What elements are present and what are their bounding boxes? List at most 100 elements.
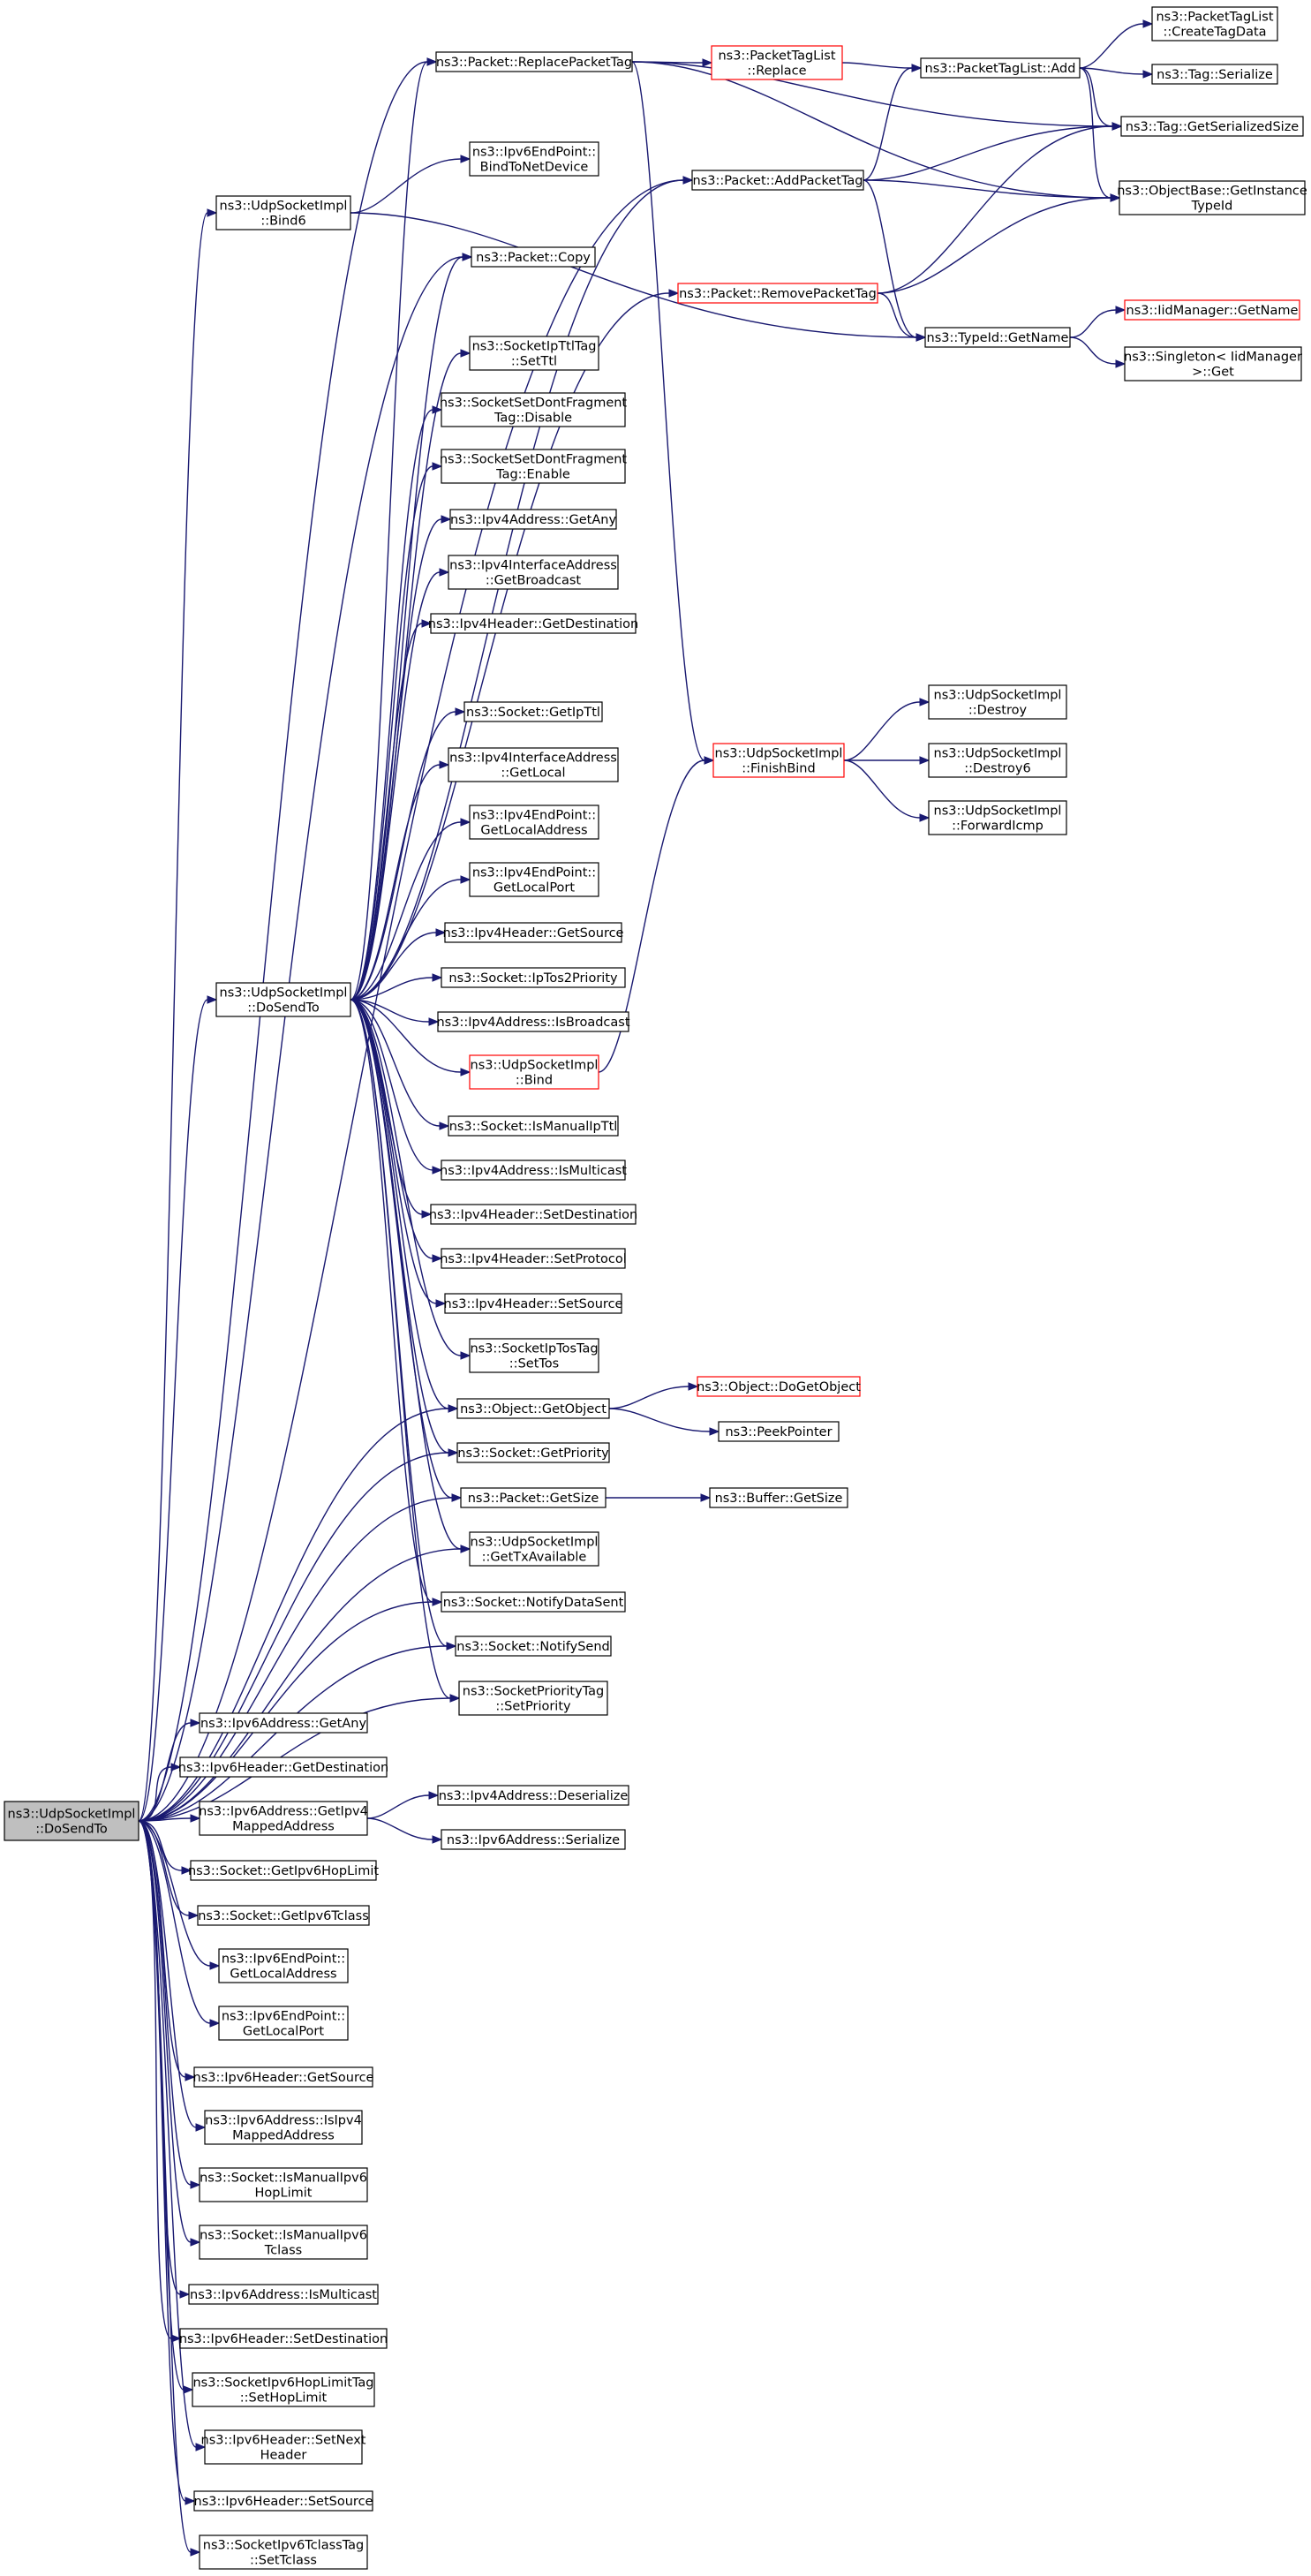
node-label: TypeId — [1191, 200, 1233, 214]
node-setTtl[interactable]: ns3::SocketIpTtlTag::SetTtl — [469, 336, 599, 371]
node-ipv4Deserialize[interactable]: ns3::Ipv4Address::Deserialize — [437, 1785, 629, 1806]
arrowhead — [1142, 70, 1154, 79]
node-ipv4HdrSetProtocol[interactable]: ns3::Ipv4Header::SetProtocol — [440, 1248, 627, 1269]
node-iidGetName[interactable]: ns3::IidManager::GetName — [1124, 299, 1300, 321]
node-createTagData[interactable]: ns3::PacketTagList::CreateTagData — [1151, 6, 1278, 42]
node-bind6[interactable]: ns3::UdpSocketImpl::Bind6 — [215, 195, 351, 230]
node-udpBind[interactable]: ns3::UdpSocketImpl::Bind — [469, 1054, 599, 1090]
node-peekPointer[interactable]: ns3::PeekPointer — [718, 1421, 840, 1442]
node-ipTos2Priority[interactable]: ns3::Socket::IpTos2Priority — [441, 967, 626, 988]
node-setTclass[interactable]: ns3::SocketIpv6TclassTag::SetTclass — [199, 2534, 368, 2570]
edge-doSendTo4-to-isManualIpTtl — [350, 999, 441, 1127]
node-ipv4GetAny[interactable]: ns3::Ipv4Address::GetAny — [449, 509, 617, 530]
node-label: ns3::UdpSocketImpl — [934, 805, 1062, 819]
node-ipv4IsMulticast[interactable]: ns3::Ipv4Address::IsMulticast — [440, 1160, 627, 1181]
node-destroy[interactable]: ns3::UdpSocketImpl::Destroy — [928, 684, 1067, 720]
node-box — [928, 684, 1067, 720]
node-box — [458, 1681, 608, 1716]
node-ipv4HdrSetDest[interactable]: ns3::Ipv4Header::SetDestination — [429, 1204, 637, 1225]
node-getPriority[interactable]: ns3::Socket::GetPriority — [456, 1442, 610, 1463]
node-box — [199, 1712, 368, 1734]
node-tagListReplace[interactable]: ns3::PacketTagList::Replace — [711, 45, 843, 80]
node-ipv4IsBroadcast[interactable]: ns3::Ipv4Address::IsBroadcast — [436, 1011, 630, 1032]
node-ipv4IfGetBroadcast[interactable]: ns3::Ipv4InterfaceAddress::GetBroadcast — [448, 555, 619, 590]
node-ipv4HdrGetDest[interactable]: ns3::Ipv4Header::GetDestination — [428, 613, 638, 634]
edge-root-to-bind6 — [138, 212, 208, 1822]
arrowhead — [421, 619, 433, 628]
node-forwardIcmp[interactable]: ns3::UdpSocketImpl::ForwardIcmp — [928, 800, 1067, 835]
node-label: ns3::ObjectBase::GetInstance — [1117, 185, 1307, 199]
node-ipv6Serialize[interactable]: ns3::Ipv6Address::Serialize — [441, 1829, 626, 1850]
node-label: ns3::Ipv4Address::Deserialize — [439, 1789, 629, 1803]
node-label: ::CreateTagData — [1163, 26, 1266, 40]
node-box — [448, 747, 619, 782]
node-removePacketTag[interactable]: ns3::Packet::RemovePacketTag — [677, 283, 878, 304]
node-ipv4HdrSetSource[interactable]: ns3::Ipv4Header::SetSource — [444, 1293, 623, 1314]
node-box — [1124, 346, 1302, 381]
node-getIpTtl[interactable]: ns3::Socket::GetIpTtl — [463, 701, 603, 722]
node-ipv4EpGetLocalPort[interactable]: ns3::Ipv4EndPoint::GetLocalPort — [469, 862, 599, 897]
node-getObject[interactable]: ns3::Object::GetObject — [456, 1398, 610, 1419]
node-notifySend[interactable]: ns3::Socket::NotifySend — [455, 1635, 612, 1657]
node-setTos[interactable]: ns3::SocketIpTosTag::SetTos — [469, 1338, 599, 1373]
node-tagListAdd[interactable]: ns3::PacketTagList::Add — [920, 57, 1081, 79]
node-ipv6GetAny[interactable]: ns3::Ipv6Address::GetAny — [199, 1712, 368, 1734]
edge-getObject-to-peekPointer — [608, 1408, 711, 1432]
node-replacePacketTag[interactable]: ns3::Packet::ReplacePacketTag — [435, 51, 633, 72]
edge-replacePacketTag-to-tagGetSerializedSize — [631, 61, 1113, 127]
node-doGetObject[interactable]: ns3::Object::DoGetObject — [697, 1376, 861, 1397]
arrowhead — [195, 2123, 207, 2132]
node-label: ns3::Packet::Copy — [476, 251, 591, 265]
node-ipv4EpGetLocalAddr[interactable]: ns3::Ipv4EndPoint::GetLocalAddress — [469, 805, 599, 840]
node-ipv6EpGetLocalPort[interactable]: ns3::Ipv6EndPoint::GetLocalPort — [218, 2006, 349, 2041]
node-label: ns3::Ipv4Header::GetDestination — [428, 617, 638, 631]
node-finishBind[interactable]: ns3::UdpSocketImpl::FinishBind — [712, 743, 845, 778]
node-getIpv6Tclass[interactable]: ns3::Socket::GetIpv6Tclass — [197, 1905, 370, 1926]
arrowhead — [462, 253, 473, 261]
node-tagSerialize[interactable]: ns3::Tag::Serialize — [1151, 64, 1278, 85]
node-getIpv6HopLimit[interactable]: ns3::Socket::GetIpv6HopLimit — [188, 1860, 379, 1881]
node-box — [199, 1801, 368, 1836]
node-ipv4HdrGetSource[interactable]: ns3::Ipv4Header::GetSource — [443, 922, 624, 943]
node-label: ns3::PacketTagList — [1156, 11, 1273, 25]
node-root[interactable]: ns3::UdpSocketImpl::DoSendTo — [4, 1801, 139, 1841]
node-tagGetSerializedSize[interactable]: ns3::Tag::GetSerializedSize — [1120, 116, 1304, 137]
node-typeIdGetName[interactable]: ns3::TypeId::GetName — [924, 327, 1071, 348]
node-getTxAvailable[interactable]: ns3::UdpSocketImpl::GetTxAvailable — [469, 1531, 599, 1567]
node-ipv6HdrSetSource[interactable]: ns3::Ipv6Header::SetSource — [193, 2490, 373, 2512]
node-setPriority[interactable]: ns3::SocketPriorityTag::SetPriority — [458, 1681, 608, 1716]
node-box — [441, 392, 626, 427]
node-packetCopy[interactable]: ns3::Packet::Copy — [471, 246, 596, 268]
node-ipv6HdrSetDest[interactable]: ns3::Ipv6Header::SetDestination — [179, 2328, 388, 2349]
node-packetGetSize[interactable]: ns3::Packet::GetSize — [460, 1487, 607, 1508]
node-label: ns3::SocketIpv6TclassTag — [203, 2539, 365, 2553]
node-ipv4IfGetLocal[interactable]: ns3::Ipv4InterfaceAddress::GetLocal — [448, 747, 619, 782]
node-setHopLimit[interactable]: ns3::SocketIpv6HopLimitTag::SetHopLimit — [192, 2372, 375, 2407]
node-ipv6IsMulticast[interactable]: ns3::Ipv6Address::IsMulticast — [188, 2284, 379, 2305]
node-bindToNetDevice[interactable]: ns3::Ipv6EndPoint::BindToNetDevice — [469, 141, 599, 177]
node-addPacketTag[interactable]: ns3::Packet::AddPacketTag — [691, 170, 864, 191]
node-destroy6[interactable]: ns3::UdpSocketImpl::Destroy6 — [928, 743, 1067, 778]
node-ipv6EpGetLocalAddr[interactable]: ns3::Ipv6EndPoint::GetLocalAddress — [218, 1948, 349, 1983]
edge-doSendTo4-to-removePacketTag — [350, 292, 670, 1001]
node-isManualIpTtl[interactable]: ns3::Socket::IsManualIpTtl — [448, 1115, 619, 1137]
node-notifyDataSent[interactable]: ns3::Socket::NotifyDataSent — [441, 1591, 626, 1613]
node-doSendTo4[interactable]: ns3::UdpSocketImpl::DoSendTo — [215, 982, 351, 1017]
node-box — [1151, 64, 1278, 85]
node-ipv6HdrGetSource[interactable]: ns3::Ipv6Header::GetSource — [193, 2066, 374, 2088]
node-bufferGetSize[interactable]: ns3::Buffer::GetSize — [709, 1487, 848, 1508]
arrowhead — [195, 2443, 207, 2451]
node-label: ns3::Tag::GetSerializedSize — [1126, 120, 1300, 134]
node-ipv6HdrGetDest[interactable]: ns3::Ipv6Header::GetDestination — [178, 1756, 388, 1778]
arrowhead — [668, 289, 680, 298]
node-label: HopLimit — [255, 2187, 313, 2201]
node-singletonGet[interactable]: ns3::Singleton< IidManager>::Get — [1124, 346, 1302, 381]
